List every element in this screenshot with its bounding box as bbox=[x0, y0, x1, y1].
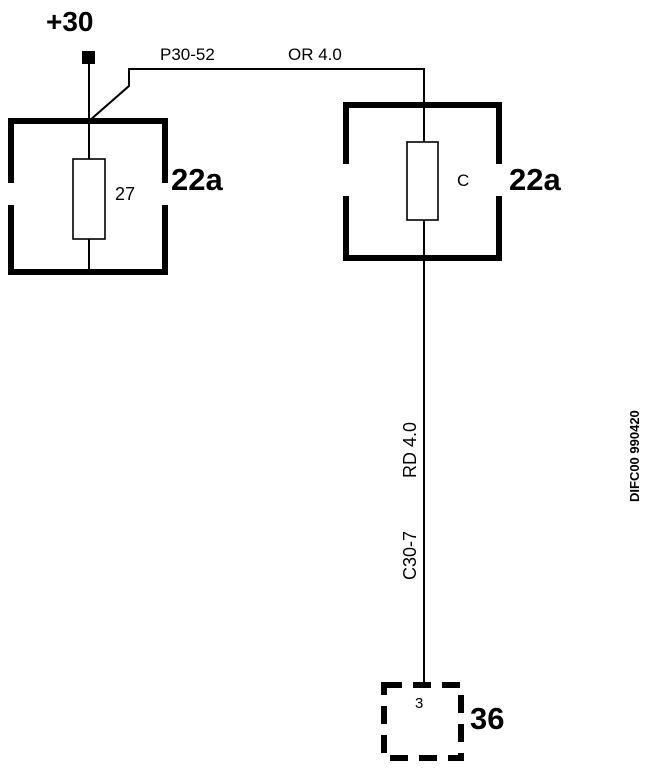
fuse-box-right-label: 22a bbox=[509, 162, 561, 197]
wire-vertical-code: C30-7 bbox=[400, 531, 420, 580]
wire-top-code: P30-52 bbox=[160, 45, 215, 64]
fuse-left-number: 27 bbox=[115, 184, 135, 204]
fuse-right bbox=[406, 141, 439, 221]
connector-36 bbox=[381, 682, 464, 761]
connector-label: 36 bbox=[470, 701, 504, 736]
document-reference: DIFC00 990420 bbox=[627, 410, 642, 502]
fuse-box-left-label: 22a bbox=[171, 162, 223, 197]
fuse-right-letter: C bbox=[457, 171, 469, 190]
wire-vertical-spec: RD 4.0 bbox=[400, 422, 420, 478]
power-label: +30 bbox=[46, 6, 94, 37]
power-terminal bbox=[82, 51, 95, 64]
wire-top-spec: OR 4.0 bbox=[288, 45, 342, 64]
fuse-box-right bbox=[343, 102, 502, 261]
fuse-left bbox=[72, 158, 106, 240]
connector-pin: 3 bbox=[415, 695, 423, 712]
wire-p30-52 bbox=[88, 68, 425, 262]
